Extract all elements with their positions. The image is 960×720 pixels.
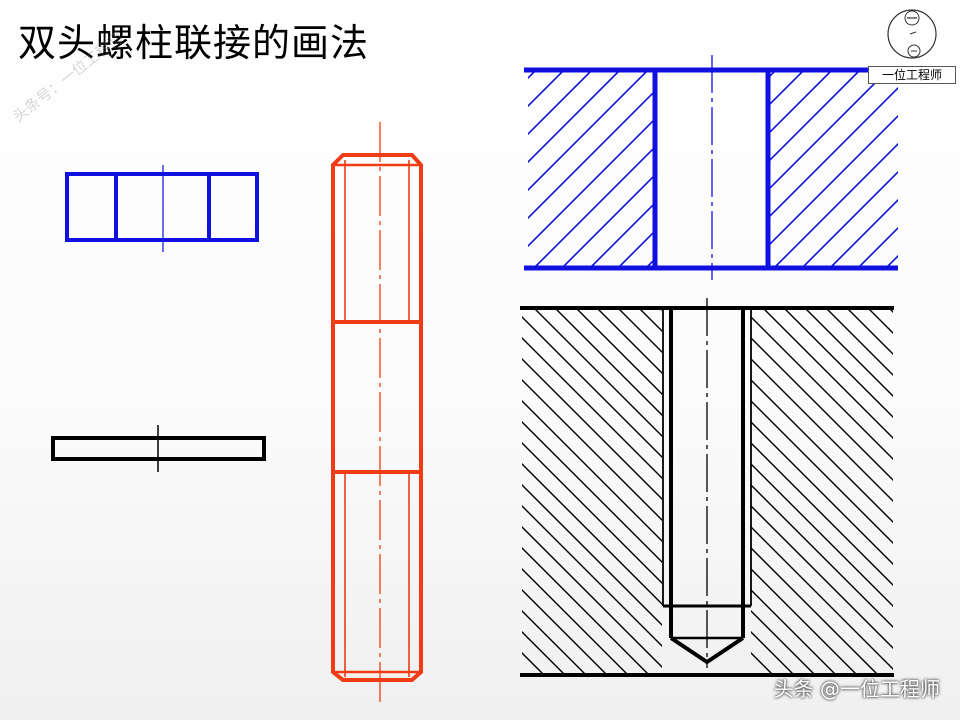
hatch-line — [828, 308, 960, 675]
hatch-line — [522, 568, 629, 675]
hatch-line — [783, 308, 893, 418]
hatch-line — [522, 526, 662, 668]
upper-plate-section — [524, 67, 960, 271]
hatch-line — [751, 589, 837, 675]
hatch-line — [751, 547, 879, 675]
hatch-line — [522, 316, 662, 458]
hatch-line — [768, 70, 805, 108]
page-title: 双头螺柱联接的画法 — [18, 21, 370, 65]
hatch-line — [522, 589, 608, 675]
hatch-line — [702, 308, 960, 675]
hatch-line — [528, 117, 655, 248]
hatch-line — [522, 442, 662, 584]
hatch-line — [702, 70, 900, 268]
hatch-line — [617, 229, 655, 269]
hatch-line — [751, 505, 893, 649]
hatch-line — [857, 226, 898, 269]
hatch-line — [596, 308, 662, 374]
hatch-line — [751, 379, 893, 523]
hatch-line — [730, 70, 928, 268]
hatch-line — [768, 70, 889, 192]
hatch-line — [786, 308, 960, 675]
hatch-line — [522, 505, 662, 647]
hatch-line — [762, 308, 893, 439]
hatch-line — [768, 114, 898, 248]
hatch-line — [522, 400, 662, 542]
logo-seal — [887, 9, 937, 59]
hatch-line — [758, 70, 956, 268]
hatch-line — [674, 70, 872, 268]
hatch-line — [914, 70, 960, 268]
hatch-line — [768, 70, 861, 164]
hatch-line — [768, 86, 898, 220]
hatch-line — [954, 308, 960, 675]
hatch-line — [768, 70, 833, 136]
hatch-line — [768, 70, 777, 80]
nut-front-view — [65, 172, 259, 242]
hatch-line — [751, 484, 893, 628]
hatch-line — [870, 70, 960, 268]
base-section — [135, 306, 960, 677]
hatch-line — [912, 308, 960, 675]
hatch-line — [751, 400, 893, 544]
hatch-line — [804, 308, 893, 397]
hatch-line — [888, 308, 893, 313]
hatch-line — [522, 610, 587, 675]
hatch-line — [773, 142, 898, 269]
hatch-line — [952, 308, 960, 675]
stud-bolt-view — [331, 153, 423, 682]
hatch-line — [751, 568, 858, 675]
hatch-line — [561, 173, 655, 269]
hatch-line — [751, 337, 893, 481]
hatch-line — [589, 201, 655, 269]
hatch-line — [554, 308, 662, 416]
hatch-line — [931, 308, 960, 675]
hatch-line — [891, 308, 960, 675]
hatch-line — [528, 70, 621, 164]
hatch-line — [933, 308, 960, 675]
hatch-line — [533, 308, 662, 437]
hatch-line — [522, 463, 662, 605]
hatch-line — [751, 442, 893, 586]
hatch-line — [829, 198, 898, 269]
hatch-line — [910, 308, 960, 675]
hatch-line — [751, 358, 893, 502]
hatch-line — [550, 70, 748, 268]
hatch-line — [528, 70, 649, 192]
footer-credit: 头条 @一位工程师 — [773, 677, 940, 701]
hatch-line — [522, 421, 662, 563]
hatch-line — [522, 547, 650, 675]
hatch-line — [659, 308, 662, 311]
hatch-line — [575, 308, 662, 395]
hatch-line — [533, 145, 655, 269]
hatch-line — [528, 70, 537, 80]
hatch-line — [522, 484, 662, 626]
hatch-line — [885, 254, 898, 269]
hatch-line — [522, 673, 524, 675]
hatch-line — [751, 463, 893, 607]
hatch-line — [522, 358, 662, 500]
hatch-line — [522, 379, 662, 521]
hatch-line — [135, 308, 502, 675]
hatch-line — [751, 316, 893, 460]
hatch-line — [522, 631, 566, 675]
hatch-line — [645, 257, 655, 269]
hatch-line — [846, 308, 893, 355]
hatch-line — [751, 610, 816, 675]
hatch-line — [801, 170, 898, 269]
hatch-line — [942, 70, 960, 268]
hatch-line — [751, 526, 893, 670]
hatch-line — [522, 337, 662, 479]
hatch-line — [825, 308, 893, 376]
logo-label: 一位工程师 — [868, 66, 956, 84]
hatch-line — [751, 421, 893, 565]
hatch-line — [528, 70, 565, 108]
hatch-line — [528, 70, 593, 136]
hatch-line — [522, 652, 545, 675]
hatch-line — [528, 89, 655, 220]
